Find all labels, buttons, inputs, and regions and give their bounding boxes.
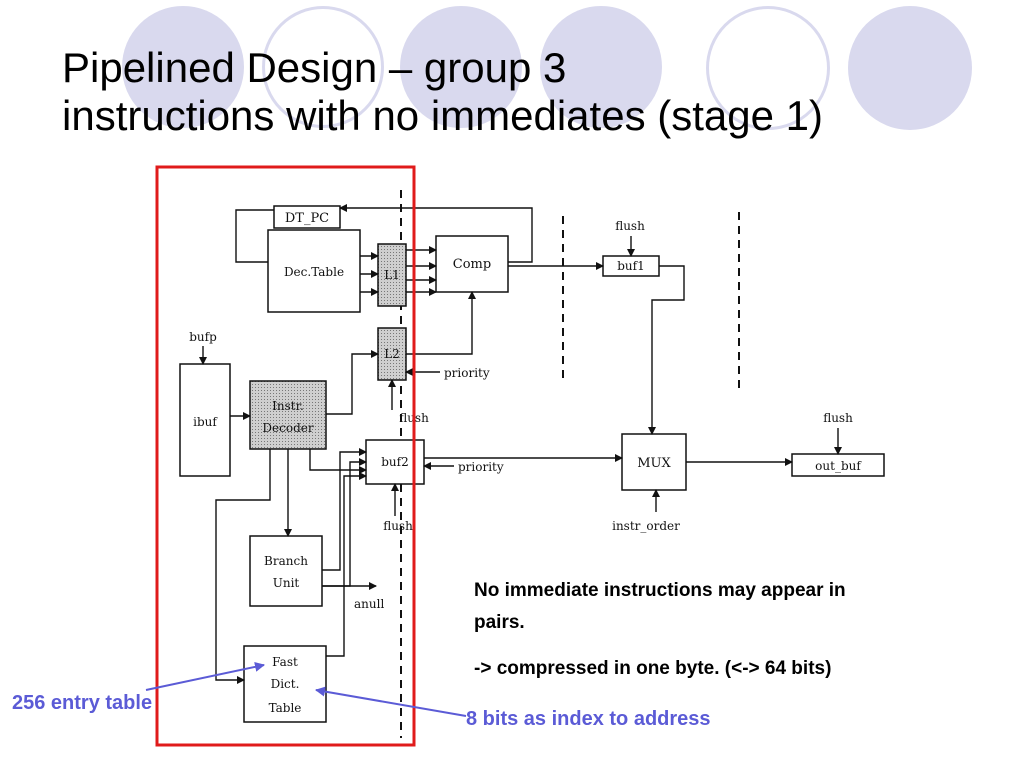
branch-unit-label-1: Branch [264,554,308,568]
buf2-priority-label: priority [458,460,504,474]
slide-title-line1: Pipelined Design – group 3 [62,44,567,91]
instr-order-label: instr_order [612,519,680,533]
comp-label: Comp [453,257,491,272]
instr-decoder-label-1: Instr. [272,399,304,413]
wire-l2-comp [406,291,476,355]
decor-circle-4 [540,6,662,128]
fast-dict-label-2: Dict. [271,677,300,691]
buf2-flush-label: flush [383,519,413,533]
ibuf-label: ibuf [193,415,218,429]
dec-table-block [267,229,361,313]
buf1-label: buf1 [617,259,645,273]
fast-dict-table-block [243,645,327,723]
decor-circle-6 [848,6,972,130]
wire-decoder-fastdict [215,449,271,684]
out-buf-label: out_buf [815,459,862,473]
slide-title-line2: instructions with no immediates (stage 1… [62,92,823,139]
decor-circle-3 [400,6,522,128]
branch-unit-label-2: Unit [273,576,300,590]
note-line2: pairs. [474,612,525,633]
dt-pc-label: DT_PC [285,211,329,226]
dec-table-label: Dec.Table [284,265,344,279]
decor-circle-1 [122,6,244,128]
wire-decoder-buf2 [309,449,367,474]
callout-arrow-entry-table [145,661,265,691]
branch-unit-block [249,535,323,607]
wire-buf1-mux [648,265,685,435]
decor-circle-5 [706,6,830,130]
l2-label: L2 [384,347,400,361]
decor-circle-2 [262,6,384,128]
anull-label: anull [354,597,384,611]
wire-branch-buf2-a [322,448,367,571]
l2-priority-label: priority [444,366,490,380]
callout-bits-index: 8 bits as index to address [466,708,711,730]
fast-dict-label-1: Fast [272,655,298,669]
note-line3: -> compressed in one byte. (<-> 64 bits) [474,658,832,679]
stage1-highlight-box [155,165,416,747]
wire-decoder-l2 [326,350,379,415]
buf2-label: buf2 [381,455,409,469]
buf1-flush-label: flush [615,219,645,233]
wire-comp-to-dtpc [339,204,533,263]
callout-entry-table: 256 entry table [12,692,153,714]
instr-decoder-label-2: Decoder [262,421,313,435]
slide-title: Pipelined Design – group 3 instructions … [62,44,823,140]
wire-fastdict-buf2 [326,472,367,657]
out-flush-label: flush [823,411,853,425]
l1-label: L1 [384,268,400,282]
note-line1: No immediate instructions may appear in [474,580,846,601]
wire-dtpc-loop-left [235,209,274,263]
wires [199,204,842,684]
mux-label: MUX [637,456,671,471]
dt-pc-block [273,205,341,229]
bufp-label: bufp [189,330,217,344]
instr-decoder-block [249,380,327,450]
fast-dict-label-3: Table [269,701,302,715]
callout-arrow-bits-index [315,686,467,717]
